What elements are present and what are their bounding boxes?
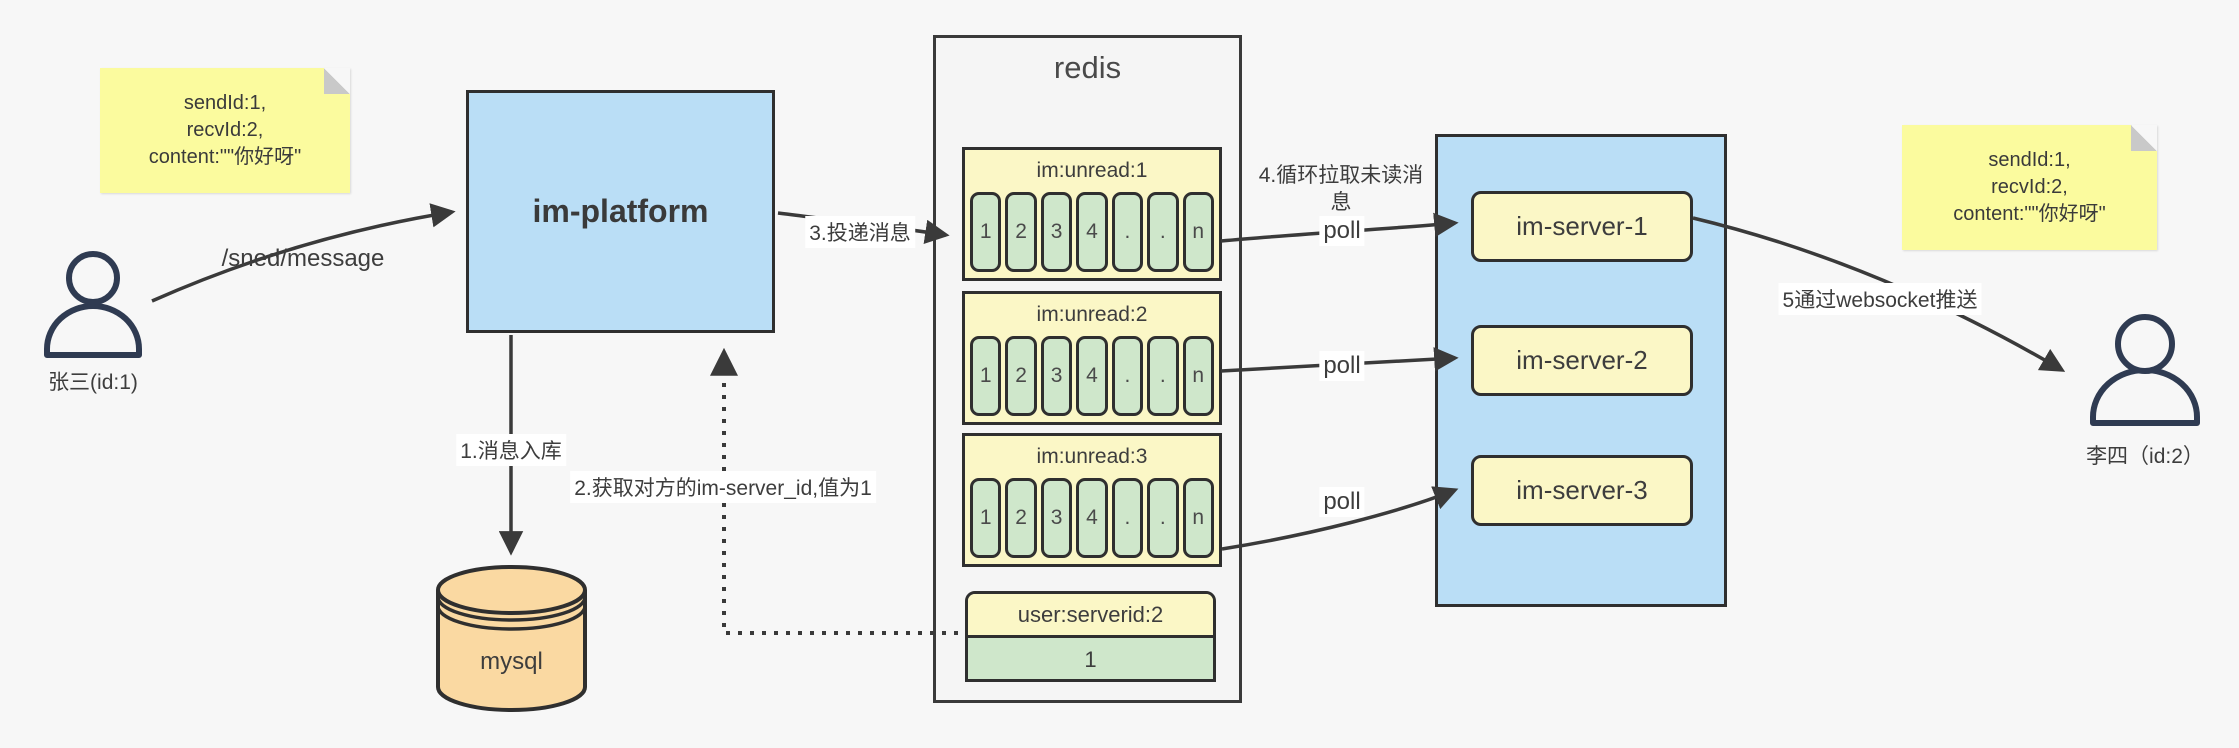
redis-queue-im-unread-3: im:unread:3 1 2 3 4 . . n bbox=[962, 433, 1222, 567]
sender-label: 张三(id:1) bbox=[48, 371, 138, 394]
redis-container: redis im:unread:1 1 2 3 4 . . n im:unrea… bbox=[933, 35, 1242, 703]
edge-poll-3-arrow bbox=[1221, 486, 1459, 551]
step4-label: 4.循环拉取未读消息 bbox=[1258, 164, 1424, 215]
step5-label: 5通过websocket推送 bbox=[1778, 283, 1982, 315]
step3-label: 3.投递消息 bbox=[805, 216, 915, 248]
im-platform-node: im-platform bbox=[466, 90, 775, 333]
queue-cell: 4 bbox=[1076, 478, 1108, 558]
queue-cell: n bbox=[1182, 192, 1214, 272]
queue-name: im:unread:3 bbox=[1036, 445, 1148, 468]
mysql-label: mysql bbox=[480, 648, 543, 675]
queue-cell: 2 bbox=[1005, 478, 1037, 558]
im-server-1-label: im-server-1 bbox=[1516, 211, 1648, 241]
mysql-database-icon bbox=[436, 565, 587, 712]
note-line: sendId:1, bbox=[1988, 149, 2071, 171]
note-line: recvId:2, bbox=[186, 119, 264, 141]
queue-cells: 1 2 3 4 . . n bbox=[965, 192, 1219, 278]
user-icon-receiver bbox=[2090, 314, 2200, 426]
redis-kv-user-serverid: user:serverid:2 1 bbox=[965, 591, 1216, 682]
kv-key: user:serverid:2 bbox=[968, 594, 1213, 638]
queue-cell: n bbox=[1182, 336, 1214, 416]
sticky-note-left: sendId:1, recvId:2, content:""你好呀" bbox=[100, 68, 350, 193]
queue-cell: 3 bbox=[1040, 478, 1073, 558]
user-icon-sender bbox=[44, 251, 142, 358]
queue-cell: 1 bbox=[970, 192, 1002, 272]
step2-label: 2.获取对方的im-server_id,值为1 bbox=[570, 471, 876, 503]
queue-cell: . bbox=[1111, 478, 1144, 558]
note-line: sendId:1, bbox=[183, 92, 267, 114]
queue-cell: . bbox=[1111, 336, 1144, 416]
queue-cell: 2 bbox=[1005, 336, 1037, 416]
queue-cell: 3 bbox=[1040, 192, 1073, 272]
im-platform-label: im-platform bbox=[532, 193, 709, 229]
im-server-3-node: im-server-3 bbox=[1471, 455, 1693, 526]
kv-value: 1 bbox=[968, 638, 1213, 679]
redis-queue-im-unread-2: im:unread:2 1 2 3 4 . . n bbox=[962, 291, 1222, 425]
queue-cell: 1 bbox=[970, 478, 1002, 558]
receiver-label: 李四（id:2） bbox=[2086, 445, 2204, 468]
im-server-2-node: im-server-2 bbox=[1471, 325, 1693, 396]
redis-title: redis bbox=[1053, 50, 1122, 85]
queue-cell: 4 bbox=[1076, 336, 1108, 416]
poll-label-1: poll bbox=[1319, 216, 1365, 246]
queue-cell: 3 bbox=[1040, 336, 1073, 416]
queue-cell: 4 bbox=[1076, 192, 1108, 272]
queue-cells: 1 2 3 4 . . n bbox=[965, 336, 1219, 422]
poll-label-3: poll bbox=[1319, 487, 1365, 517]
note-line: content:""你好呀" bbox=[148, 146, 302, 168]
im-server-3-label: im-server-3 bbox=[1516, 475, 1648, 505]
queue-cell: 2 bbox=[1005, 192, 1037, 272]
redis-queue-im-unread-1: im:unread:1 1 2 3 4 . . n bbox=[962, 147, 1222, 281]
queue-cell: 1 bbox=[970, 336, 1002, 416]
note-line: recvId:2, bbox=[1991, 176, 2068, 198]
edge-send-message-arrow bbox=[151, 203, 456, 303]
edge-get-serverid-dotted-arrow bbox=[710, 347, 958, 635]
queue-cell: . bbox=[1147, 336, 1179, 416]
poll-label-2: poll bbox=[1319, 351, 1365, 381]
queue-name: im:unread:1 bbox=[1036, 159, 1148, 182]
queue-cell: . bbox=[1147, 192, 1179, 272]
step1-label: 1.消息入库 bbox=[456, 434, 566, 466]
queue-cell: n bbox=[1182, 478, 1214, 558]
queue-name: im:unread:2 bbox=[1036, 303, 1148, 326]
im-server-group: im-server-1 im-server-2 im-server-3 bbox=[1435, 134, 1727, 607]
note-line: content:""你好呀" bbox=[1953, 203, 2106, 225]
queue-cell: . bbox=[1147, 478, 1179, 558]
queue-cell: . bbox=[1111, 192, 1144, 272]
im-server-2-label: im-server-2 bbox=[1516, 345, 1648, 375]
send-api-label: /sned/message bbox=[221, 245, 385, 272]
sticky-note-right: sendId:1, recvId:2, content:""你好呀" bbox=[1902, 125, 2157, 250]
note-fold-corner bbox=[324, 68, 350, 94]
queue-cells: 1 2 3 4 . . n bbox=[965, 478, 1219, 564]
im-server-1-node: im-server-1 bbox=[1471, 191, 1693, 262]
note-fold-corner bbox=[2131, 125, 2157, 151]
